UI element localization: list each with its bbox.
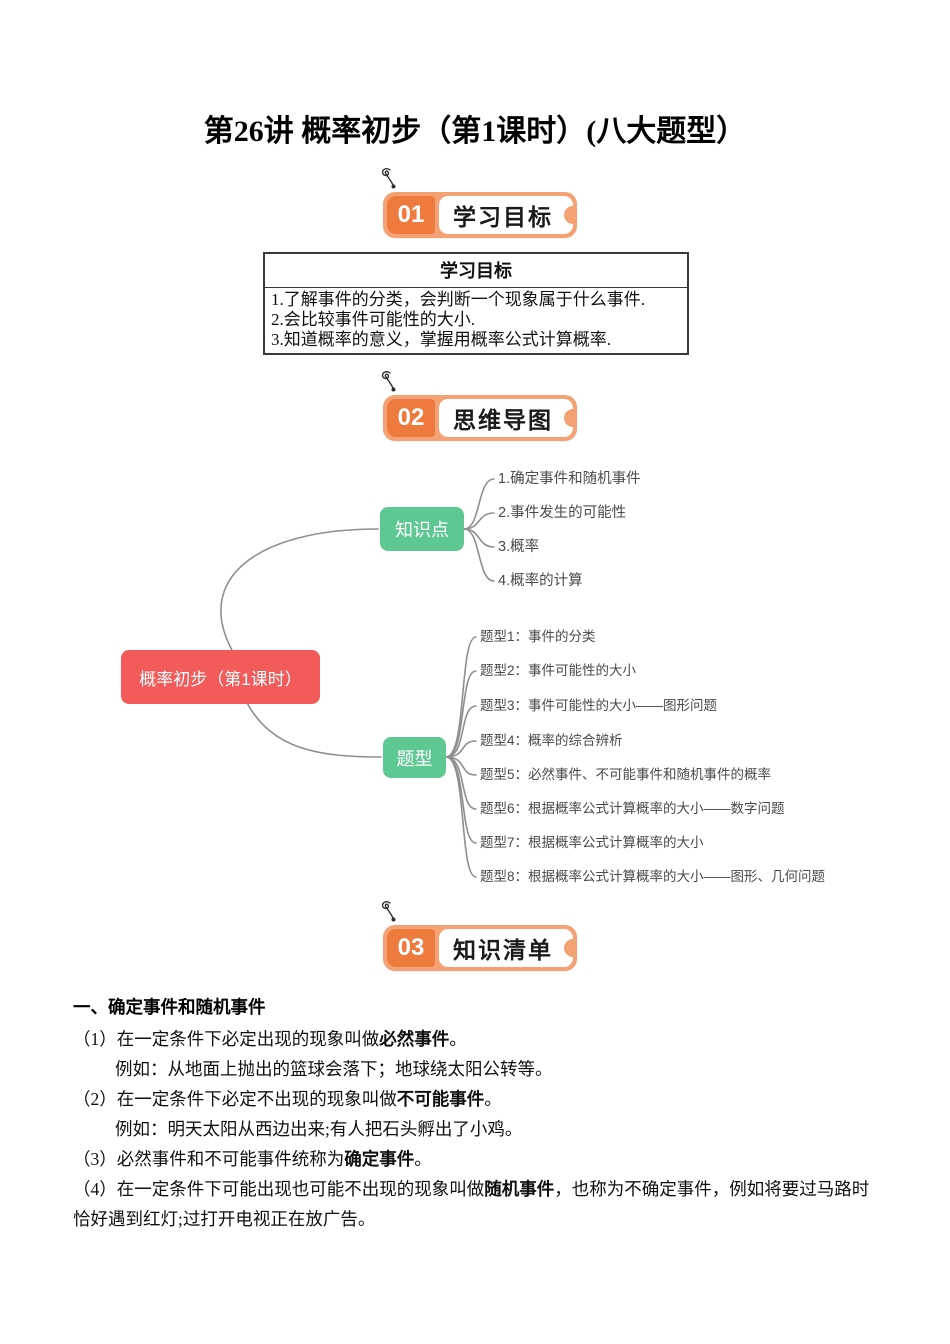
objective-item: 2.会比较事件可能性的大小. (271, 310, 475, 329)
mindmap-leaf: 4.概率的计算 (498, 573, 583, 589)
mindmap-leaf: 3.概率 (498, 539, 540, 555)
bold-term: 确定事件 (344, 1149, 415, 1169)
pin-icon (381, 901, 396, 922)
page-title: 第26讲 概率初步（第1课时）(八大题型） (203, 115, 747, 148)
objective-item: 1.了解事件的分类，会判断一个现象属于什么事件. (271, 290, 645, 309)
text: 。 (484, 1089, 502, 1109)
bold-term: 不可能事件 (396, 1089, 485, 1109)
objectives-table-header: 学习目标 (265, 254, 687, 288)
mindmap-branch-question-types: 题型 (383, 737, 446, 778)
knowledge-item-4: （4）在一定条件下可能出现也可能不出现的现象叫做随机事件，也称为不确定事件，例如… (73, 1174, 879, 1234)
mindmap-leaf: 题型2：事件可能性的大小 (480, 663, 637, 678)
bold-term: 随机事件 (484, 1179, 555, 1199)
mindmap-leaf: 题型6：根据概率公式计算概率的大小——数字问题 (480, 801, 785, 816)
knowledge-item-1: （1）在一定条件下必定出现的现象叫做必然事件。 (73, 1024, 879, 1054)
knowledge-section: 一、确定事件和随机事件 （1）在一定条件下必定出现的现象叫做必然事件。 例如：从… (73, 992, 879, 1234)
mindmap-leaf: 题型8：根据概率公式计算概率的大小——图形、几何问题 (480, 869, 826, 884)
knowledge-heading: 一、确定事件和随机事件 (73, 997, 266, 1017)
section-title: 知识清单 (439, 929, 573, 967)
mindmap-leaf: 1.确定事件和随机事件 (498, 471, 641, 487)
mindmap-root-node: 概率初步（第1课时） (121, 650, 320, 704)
text: （4）在一定条件下可能出现也可能不出现的现象叫做 (73, 1179, 485, 1199)
section-badge-mind-map: 02 思维导图 (383, 395, 577, 441)
text: 。 (414, 1149, 432, 1169)
section-badge-learning-goals: 01 学习目标 (383, 192, 577, 238)
text: （3）必然事件和不可能事件统称为 (73, 1149, 345, 1169)
mindmap-leaf: 题型5：必然事件、不可能事件和随机事件的概率 (480, 767, 772, 782)
section-number: 01 (387, 196, 435, 234)
text: （2）在一定条件下必定不出现的现象叫做 (73, 1089, 397, 1109)
section-number: 03 (387, 929, 435, 967)
mind-map-connectors (220, 478, 495, 878)
text: 。 (449, 1029, 467, 1049)
objective-item: 3.知道概率的意义，掌握用概率公式计算概率. (271, 330, 611, 349)
pin-icon (381, 371, 396, 392)
mind-map: 概率初步（第1课时） 知识点 题型 1.确定事件和随机事件 2.事件发生的可能性… (0, 450, 950, 910)
mindmap-leaf: 题型1：事件的分类 (480, 629, 596, 644)
section-title: 思维导图 (439, 399, 573, 437)
knowledge-item-2: （2）在一定条件下必定不出现的现象叫做不可能事件。 (73, 1084, 879, 1114)
bold-term: 必然事件 (379, 1029, 450, 1049)
text: （1）在一定条件下必定出现的现象叫做 (73, 1029, 380, 1049)
mindmap-branch-knowledge-points: 知识点 (380, 507, 464, 551)
mindmap-leaf: 题型7：根据概率公式计算概率的大小 (480, 835, 704, 850)
section-title: 学习目标 (439, 196, 573, 234)
mindmap-leaf: 题型4：概率的综合辨析 (480, 733, 623, 748)
knowledge-example-2: 例如：明天太阳从西边出来;有人把石头孵出了小鸡。 (115, 1119, 523, 1139)
section-badge-knowledge-list: 03 知识清单 (383, 925, 577, 971)
knowledge-example-1: 例如：从地面上抛出的篮球会落下；地球绕太阳公转等。 (115, 1059, 553, 1079)
mindmap-leaf: 2.事件发生的可能性 (498, 505, 627, 521)
knowledge-item-3: （3）必然事件和不可能事件统称为确定事件。 (73, 1144, 879, 1174)
text: ，也称为不确定事件，例如将要过马路时恰好遇到红灯;过打开电视正在放广告。 (73, 1179, 870, 1229)
objectives-table: 学习目标 1.了解事件的分类，会判断一个现象属于什么事件. 2.会比较事件可能性… (263, 252, 689, 355)
mindmap-leaf: 题型3：事件可能性的大小——图形问题 (480, 698, 718, 713)
pin-icon (381, 168, 396, 189)
section-number: 02 (387, 399, 435, 437)
